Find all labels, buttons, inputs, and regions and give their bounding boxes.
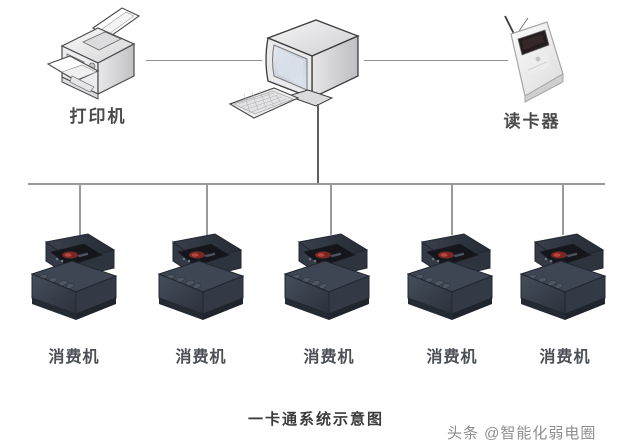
diagram-caption: 一卡通系统示意图 (247, 412, 384, 428)
trunk-line-monitor-to-bus (317, 104, 319, 184)
crt-monitor-icon (265, 19, 360, 107)
pos-terminal-4 (402, 228, 498, 340)
pos-terminal-2-label: 消费机 (175, 349, 227, 366)
printer-icon (46, 7, 141, 100)
pos-terminal-3-label: 消费机 (303, 349, 355, 366)
drop-line-4 (451, 183, 453, 235)
pos-terminal-3 (279, 228, 375, 340)
pos-terminal-5-label: 消费机 (539, 349, 591, 366)
drop-line-3 (330, 183, 332, 235)
pos-terminal-2 (153, 228, 249, 340)
card-reader-node (495, 12, 569, 104)
pos-terminal-5 (515, 228, 611, 340)
pos-terminal-icon (30, 233, 118, 320)
link-monitor-to-reader (364, 60, 508, 61)
card-reader-icon (504, 15, 564, 103)
card-reader-label: 读卡器 (503, 112, 561, 131)
pos-terminal-1-label: 消费机 (48, 349, 100, 366)
watermark-text: 头条 @智能化弱电圈 (447, 425, 597, 442)
keyboard-node (228, 86, 300, 120)
link-printer-to-monitor (146, 60, 262, 61)
pos-terminal-icon (283, 233, 371, 320)
pos-terminal-4-label: 消费机 (426, 349, 478, 366)
computer-node (258, 18, 368, 108)
pos-terminal-icon (406, 233, 494, 320)
pos-terminal-1 (26, 228, 122, 340)
pos-terminal-icon (519, 233, 607, 320)
pos-terminal-icon (157, 233, 245, 320)
keyboard-icon (228, 87, 300, 119)
drop-line-5 (562, 183, 564, 235)
printer-node (38, 6, 158, 102)
bus-line (28, 183, 605, 185)
printer-label: 打印机 (69, 107, 127, 126)
drop-line-2 (206, 183, 208, 235)
drop-line-1 (79, 183, 81, 235)
